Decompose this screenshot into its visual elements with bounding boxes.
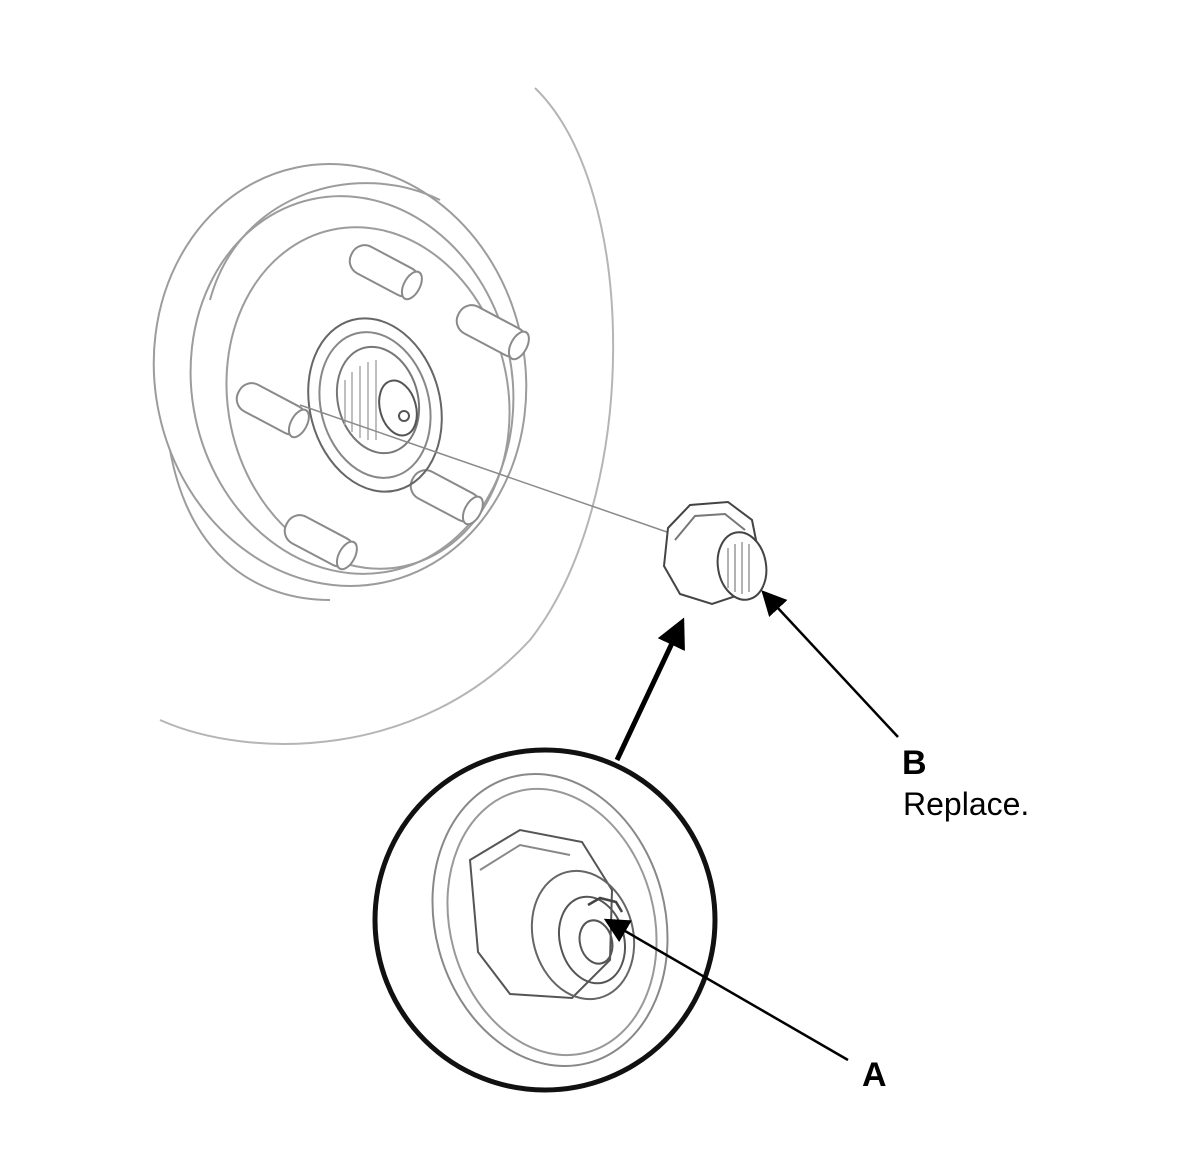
callout-a-leader	[603, 918, 849, 1062]
axis-guide-line	[299, 404, 691, 541]
detail-pointer-arrow	[614, 617, 685, 762]
callout-b-note: Replace.	[903, 786, 1030, 822]
hub-center	[307, 317, 443, 493]
wheel-hub-icon	[152, 163, 528, 601]
callout-b-letter: B	[902, 744, 927, 782]
callout-b-leader	[761, 590, 899, 738]
brake-disc	[159, 87, 615, 745]
spindle-nut-icon	[662, 500, 768, 606]
wheel-studs	[235, 244, 530, 571]
detail-magnifier-icon	[372, 747, 718, 1093]
callout-a-letter: A	[862, 1056, 887, 1094]
